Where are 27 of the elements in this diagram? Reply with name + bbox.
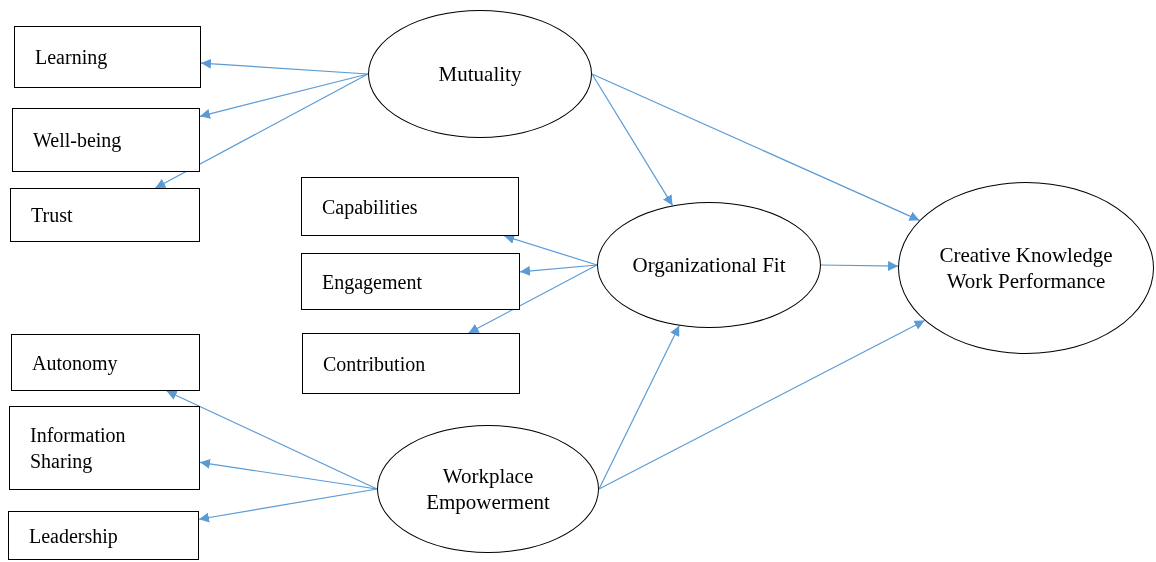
- arrow: [199, 458, 378, 490]
- construct-ellipse: Mutuality: [368, 10, 592, 138]
- indicator-box: Trust: [10, 188, 200, 242]
- arrow: [591, 73, 921, 221]
- arrow: [166, 390, 378, 490]
- arrow: [598, 319, 926, 490]
- arrow: [820, 261, 899, 271]
- arrow: [154, 73, 369, 189]
- indicator-box: Engagement: [301, 253, 520, 310]
- construct-ellipse: Organizational Fit: [597, 202, 821, 328]
- construct-ellipse: Creative Knowledge Work Performance: [898, 182, 1154, 354]
- indicator-box: Capabilities: [301, 177, 519, 236]
- indicator-box: Leadership: [8, 511, 199, 560]
- arrow: [591, 73, 674, 207]
- indicator-box: Contribution: [302, 333, 520, 394]
- arrow: [598, 325, 680, 490]
- indicator-box: Learning: [14, 26, 201, 88]
- arrow: [468, 264, 598, 334]
- indicator-box: Well-being: [12, 108, 200, 172]
- arrow: [519, 264, 598, 276]
- arrow: [199, 73, 369, 119]
- arrow: [503, 234, 598, 266]
- indicator-box: Autonomy: [11, 334, 200, 391]
- indicator-box: Information Sharing: [9, 406, 200, 490]
- arrow: [200, 58, 369, 75]
- construct-ellipse: Workplace Empowerment: [377, 425, 599, 553]
- arrow: [198, 488, 378, 523]
